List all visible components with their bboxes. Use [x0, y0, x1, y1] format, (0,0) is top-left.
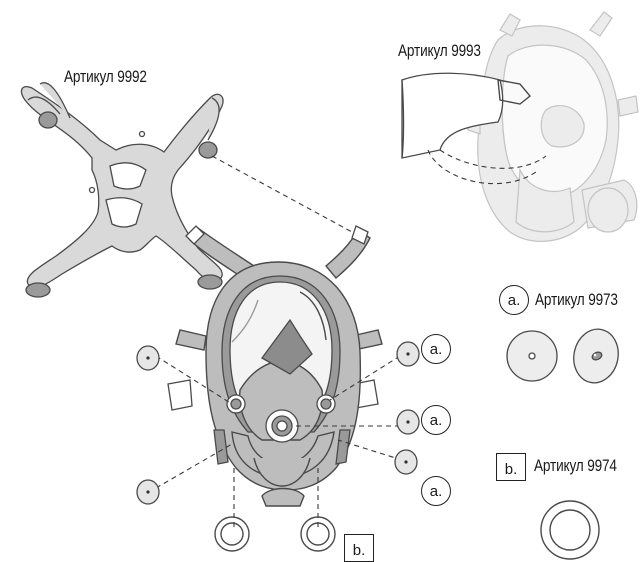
callout-a-middle: a.	[421, 405, 451, 435]
callout-a-legend: a.	[499, 285, 529, 315]
inhale-valve-parts	[507, 325, 623, 387]
gasket-rings-bottom	[215, 517, 335, 551]
label-inhale-valve: Артикул 9973	[535, 290, 618, 310]
head-harness	[21, 83, 223, 297]
callout-b-legend: b.	[496, 453, 526, 481]
callout-a-top: a.	[421, 334, 451, 364]
callout-a-bottom: a.	[421, 476, 451, 506]
label-head-harness: Артикул 9992	[64, 67, 147, 87]
label-visor-cover: Артикул 9993	[398, 41, 481, 61]
callout-b-bottom: b.	[344, 534, 374, 562]
exhale-gasket-part	[541, 501, 599, 559]
label-exhale-gasket: Артикул 9974	[534, 456, 617, 476]
